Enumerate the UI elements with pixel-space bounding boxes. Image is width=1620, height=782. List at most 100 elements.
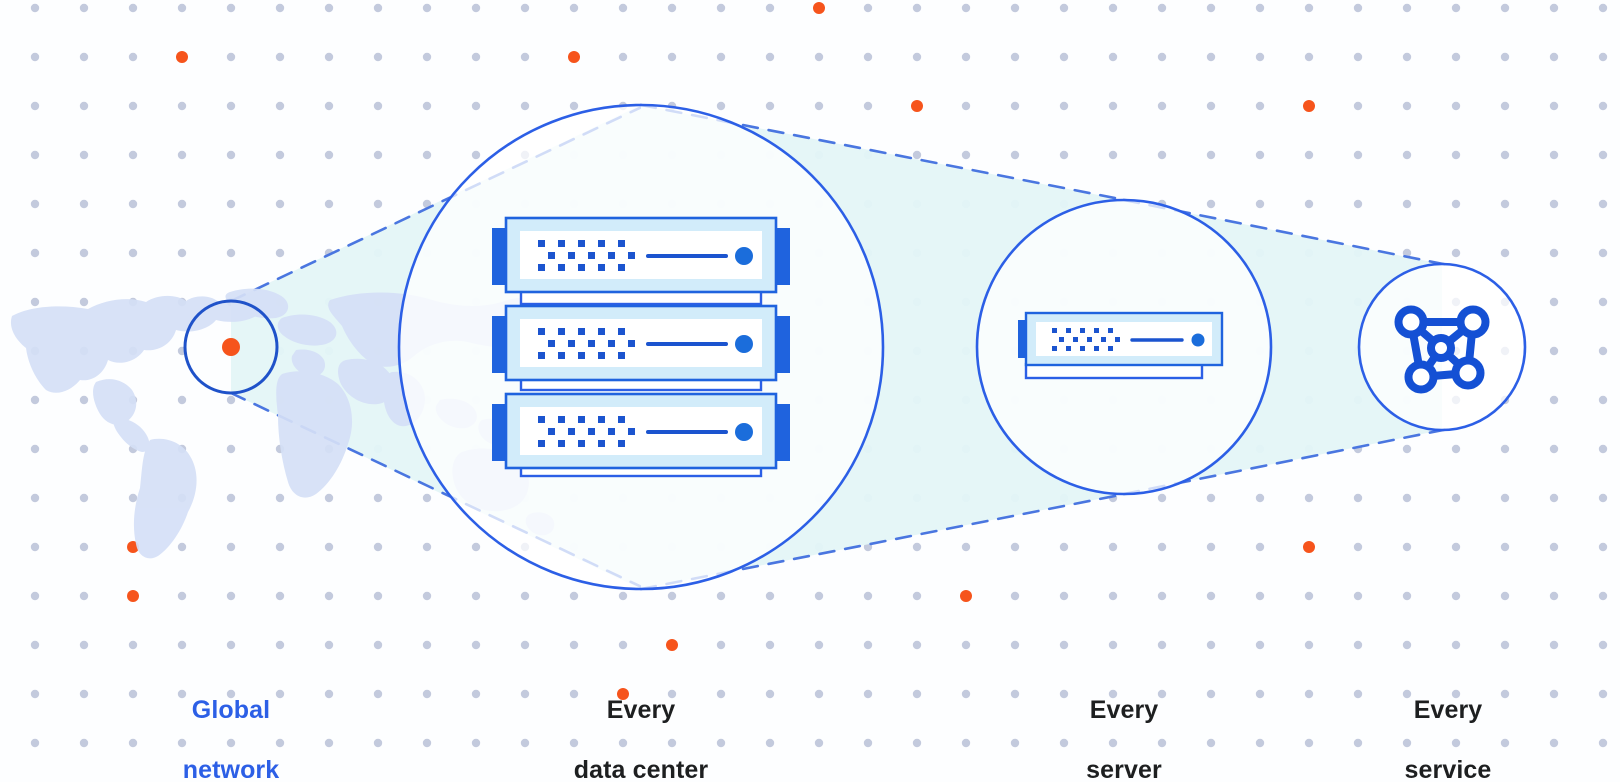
grid-dot [569, 101, 579, 111]
grid-dot [1598, 444, 1608, 454]
grid-dot [275, 689, 285, 699]
grid-dot [30, 150, 40, 160]
grid-dot [1304, 640, 1314, 650]
grid-dot [79, 101, 89, 111]
grid-dot [373, 3, 383, 13]
grid-dot [373, 52, 383, 62]
network-graph-nodes [1394, 305, 1490, 394]
circle-global-network [183, 299, 279, 395]
grid-dot [961, 542, 971, 552]
grid-dot [520, 689, 530, 699]
grid-dot [1402, 444, 1412, 454]
grid-dot [667, 591, 677, 601]
grid-dot [716, 52, 726, 62]
grid-dot [1206, 52, 1216, 62]
grid-dot [1500, 52, 1510, 62]
rack-unit-3-led-grid [538, 416, 635, 447]
grid-dot-highlight [960, 590, 972, 602]
grid-dot [324, 3, 334, 13]
grid-dot [1353, 493, 1363, 503]
grid-dot [1402, 3, 1412, 13]
grid-dot [912, 150, 922, 160]
grid-dot [569, 640, 579, 650]
label-every-server: Every server [1004, 665, 1244, 782]
grid-dot [1010, 3, 1020, 13]
grid-dot [1549, 542, 1559, 552]
grid-dot [618, 591, 628, 601]
grid-dot [275, 738, 285, 748]
grid-dot-highlight [617, 688, 629, 700]
grid-dot [1500, 640, 1510, 650]
grid-dot [765, 640, 775, 650]
grid-dot [1059, 738, 1069, 748]
grid-dot [275, 101, 285, 111]
grid-dot [1255, 101, 1265, 111]
grid-dot [1255, 199, 1265, 209]
grid-dot [1353, 542, 1363, 552]
grid-dot [177, 689, 187, 699]
grid-dot [226, 101, 236, 111]
grid-dot [1157, 542, 1167, 552]
grid-dot [1206, 150, 1216, 160]
grid-dot [128, 493, 138, 503]
grid-dot [30, 3, 40, 13]
grid-dot [1500, 493, 1510, 503]
grid-dot [1402, 52, 1412, 62]
grid-dot [1304, 493, 1314, 503]
grid-dot [569, 738, 579, 748]
single-server-led-grid [1052, 328, 1120, 351]
grid-dot [1549, 395, 1559, 405]
grid-dot [79, 444, 89, 454]
grid-dot [1549, 150, 1559, 160]
grid-dot [1402, 591, 1412, 601]
grid-dot [1108, 689, 1118, 699]
grid-dot [324, 150, 334, 160]
grid-dot [912, 3, 922, 13]
grid-dot [226, 689, 236, 699]
grid-dot [373, 493, 383, 503]
grid-dot [128, 150, 138, 160]
grid-dot [716, 101, 726, 111]
grid-dot [618, 3, 628, 13]
grid-dot [1598, 591, 1608, 601]
grid-dot [1108, 542, 1118, 552]
grid-dot [226, 542, 236, 552]
grid-dot [1255, 493, 1265, 503]
grid-dot [471, 101, 481, 111]
grid-dot [30, 52, 40, 62]
grid-dot [1059, 689, 1069, 699]
grid-dot [1010, 738, 1020, 748]
grid-dot [1598, 738, 1608, 748]
grid-dot [471, 640, 481, 650]
grid-dot [177, 150, 187, 160]
grid-dot-highlight [568, 51, 580, 63]
grid-dot [1010, 591, 1020, 601]
grid-dot [422, 150, 432, 160]
label-global-network-line1: Global [191, 696, 271, 724]
grid-dot [373, 738, 383, 748]
grid-dot [177, 640, 187, 650]
grid-dot [1255, 738, 1265, 748]
grid-dot [618, 640, 628, 650]
grid-dot [863, 738, 873, 748]
grid-dot [1304, 591, 1314, 601]
label-every-data-center-line1: Every [606, 696, 676, 724]
grid-dot [1255, 52, 1265, 62]
grid-dot [1598, 542, 1608, 552]
grid-dot [1157, 738, 1167, 748]
grid-dot [275, 493, 285, 503]
grid-dot [1451, 591, 1461, 601]
grid-dot [1451, 52, 1461, 62]
grid-dot [177, 738, 187, 748]
rack-unit-2 [492, 304, 790, 382]
grid-dot [961, 738, 971, 748]
grid-dot [1206, 493, 1216, 503]
label-every-server-line1: Every [1089, 696, 1159, 724]
grid-dot [1255, 591, 1265, 601]
grid-dot [1059, 542, 1069, 552]
rack-unit-1 [492, 216, 790, 294]
grid-dot [1206, 738, 1216, 748]
grid-dot [128, 199, 138, 209]
grid-dot [1206, 101, 1216, 111]
